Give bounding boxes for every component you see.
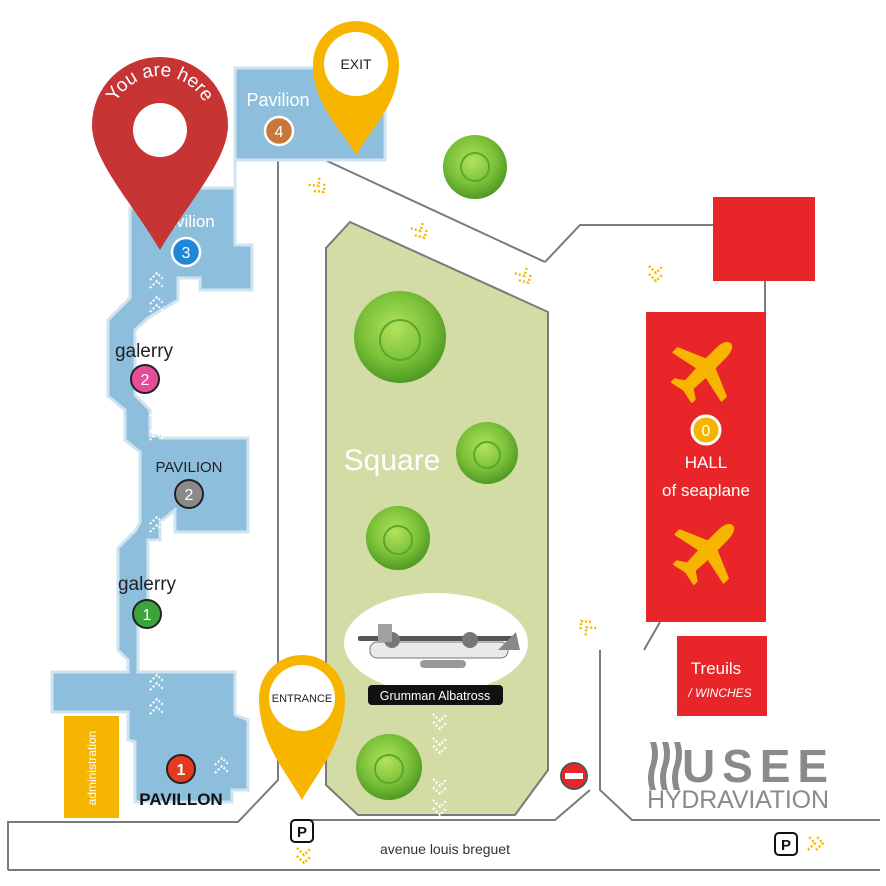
hall-top-building — [713, 197, 815, 281]
treuils-label: Treuils — [691, 659, 741, 678]
treuils-building[interactable] — [677, 636, 767, 716]
administration-label: administration — [85, 731, 99, 806]
seaplane-image — [358, 624, 520, 668]
galerry-1-label: galerry — [118, 574, 177, 595]
tree-icon — [366, 506, 430, 570]
entrance-label: ENTRANCE — [272, 693, 333, 705]
tree-icon — [456, 422, 518, 484]
hall-label: HALL — [685, 453, 728, 472]
street-label: avenue louis breguet — [380, 841, 510, 857]
pavillon-1-badge[interactable] — [166, 754, 196, 784]
hall-number: 0 — [702, 423, 711, 440]
pavilion-4-label: Pavilion — [246, 90, 309, 110]
pavilion-2-number: 2 — [185, 487, 194, 504]
square-label: Square — [344, 444, 441, 477]
parking-icon[interactable]: P — [774, 832, 798, 856]
pavillon-1-number: 1 — [177, 762, 186, 779]
hall-sublabel: of seaplane — [662, 481, 750, 500]
tree-icon — [356, 734, 422, 800]
museum-logo: USEE HYDRAVIATION — [647, 740, 829, 814]
tree-icon — [443, 135, 507, 199]
winches-label: / WINCHES — [687, 686, 751, 700]
pavilion-3-badge[interactable] — [170, 236, 202, 268]
tree-icon — [354, 291, 446, 383]
galerry-1-number: 1 — [143, 607, 152, 624]
hall-number-badge — [690, 414, 722, 446]
galerry-2-number: 2 — [141, 372, 150, 389]
galerry-1-badge[interactable] — [132, 599, 162, 629]
exit-marker[interactable]: EXIT — [313, 21, 399, 155]
galerry-2-badge[interactable] — [130, 364, 160, 394]
logo-subtitle: HYDRAVIATION — [647, 786, 829, 814]
parking-symbol: P — [781, 837, 791, 854]
pavilion-2-badge[interactable] — [174, 479, 204, 509]
pavilion-4-number: 4 — [275, 124, 284, 141]
logo-title: USEE — [682, 740, 828, 792]
plane-caption-box — [368, 685, 503, 705]
pavilion-4-badge[interactable] — [263, 115, 295, 147]
no-entry-icon — [560, 762, 588, 790]
parking-icon[interactable]: P — [290, 819, 314, 843]
entrance-marker[interactable]: ENTRANCE — [259, 654, 345, 800]
exit-label: EXIT — [340, 56, 372, 72]
administration-building — [64, 716, 119, 818]
pavilion-3-number: 3 — [182, 245, 191, 262]
hall-path — [643, 621, 661, 651]
plane-caption: Grumman Albatross — [380, 689, 490, 703]
parking-symbol: P — [297, 824, 307, 841]
pavillon-1-label: PAVILLON — [139, 790, 222, 809]
pavilion-2-label: PAVILION — [156, 459, 223, 476]
galerry-2-label: galerry — [115, 341, 174, 362]
